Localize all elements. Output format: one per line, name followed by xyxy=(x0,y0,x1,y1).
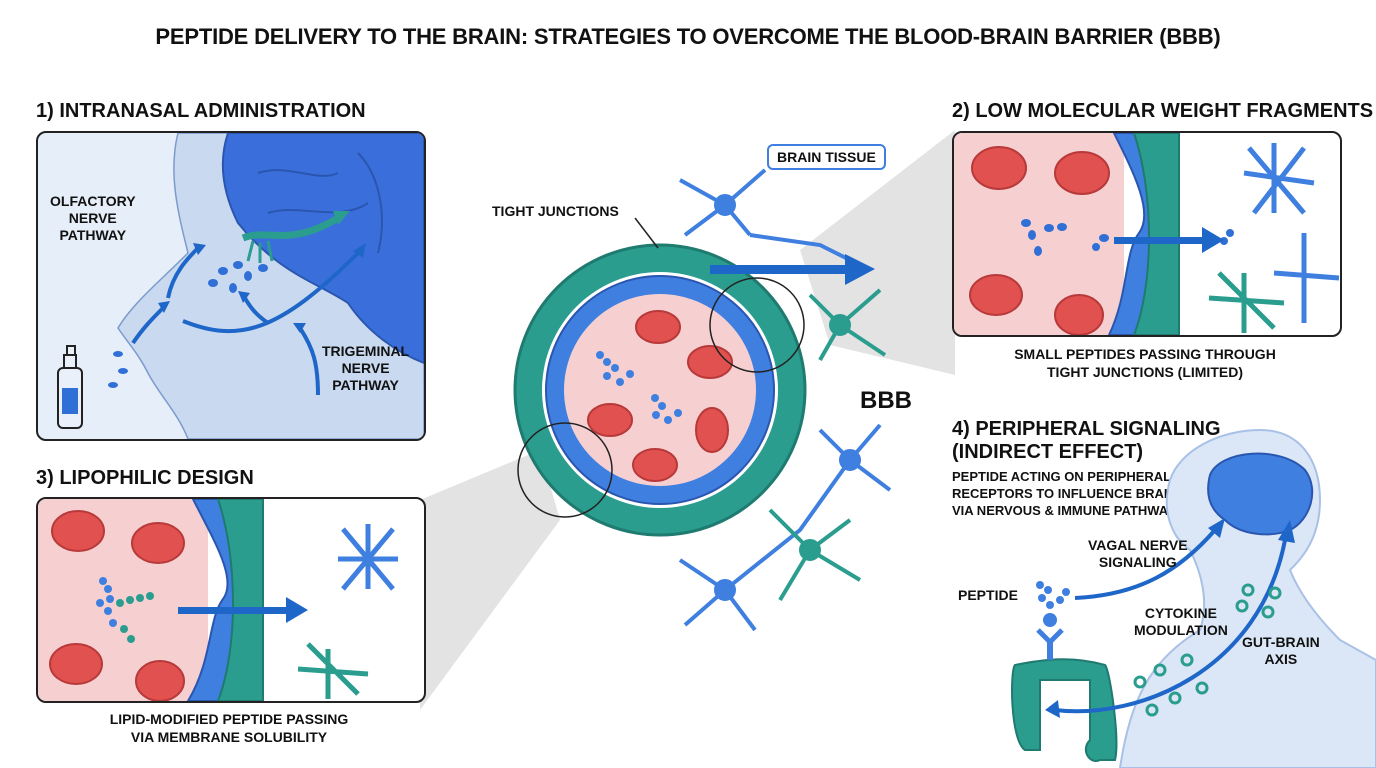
peptide-chains xyxy=(596,351,682,424)
head-sagittal-illustration xyxy=(57,133,424,439)
nasal-spray-icon xyxy=(57,345,128,429)
brain-tissue-label: BRAIN TISSUE xyxy=(777,149,876,165)
brain-tissue-badge: BRAIN TISSUE xyxy=(767,144,886,170)
peptide-icon xyxy=(1036,581,1070,609)
neurons-bottom xyxy=(678,423,892,632)
bbb-arrow xyxy=(710,265,850,274)
label-bbb: BBB xyxy=(860,387,912,414)
label-vagal-nerve: VAGAL NERVE SIGNALING xyxy=(1088,537,1188,570)
receptor-icon xyxy=(1036,613,1064,660)
lipophilic-panel xyxy=(36,497,426,703)
neurons-top xyxy=(679,168,851,262)
page-title: PEPTIDE DELIVERY TO THE BRAIN: STRATEGIE… xyxy=(155,24,1221,49)
zoom-beam-right xyxy=(760,130,960,400)
center-bbb-diagram xyxy=(480,130,940,650)
intranasal-panel xyxy=(36,131,426,441)
lipophilic-illustration xyxy=(38,499,398,701)
section-title-peripheral: 4) PERIPHERAL SIGNALING (INDIRECT EFFECT… xyxy=(952,418,1221,463)
caption-lipophilic: LIPID-MODIFIED PEPTIDE PASSING VIA MEMBR… xyxy=(109,711,349,745)
section-title-intranasal: 1) INTRANASAL ADMINISTRATION xyxy=(36,100,366,122)
label-tight-junctions: TIGHT JUNCTIONS xyxy=(492,203,619,219)
low-mw-panel xyxy=(952,131,1342,337)
low-mw-illustration xyxy=(954,133,1340,335)
label-trigeminal-pathway: TRIGEMINAL NERVE PATHWAY xyxy=(322,343,410,393)
gut-icon xyxy=(1011,658,1118,762)
label-cytokine-modulation: CYTOKINE MODULATION xyxy=(1134,605,1228,638)
section-title-lipophilic: 3) LIPOPHILIC DESIGN xyxy=(36,467,254,489)
cytokine-dots xyxy=(1133,583,1282,717)
red-blood-cells xyxy=(587,310,733,482)
brain-icon xyxy=(1207,452,1314,536)
label-gut-brain-axis: GUT-BRAIN AXIS xyxy=(1242,634,1320,667)
label-olfactory-pathway: OLFACTORY NERVE PATHWAY xyxy=(50,193,136,243)
zoom-circle-right xyxy=(709,277,805,373)
zoom-beam-left xyxy=(420,440,560,740)
zoom-circle-left xyxy=(517,422,613,518)
peripheral-subtitle: PEPTIDE ACTING ON PERIPHERAL RECEPTORS T… xyxy=(952,469,1185,518)
astrocyte-right xyxy=(808,288,887,361)
caption-low-mw: SMALL PEPTIDES PASSING THROUGH TIGHT JUN… xyxy=(1014,346,1276,380)
peripheral-illustration xyxy=(940,420,1376,768)
label-peptide: PEPTIDE xyxy=(958,587,1018,603)
section-title-low-mw: 2) LOW MOLECULAR WEIGHT FRAGMENTS xyxy=(952,100,1374,122)
brain-icon xyxy=(221,133,424,365)
